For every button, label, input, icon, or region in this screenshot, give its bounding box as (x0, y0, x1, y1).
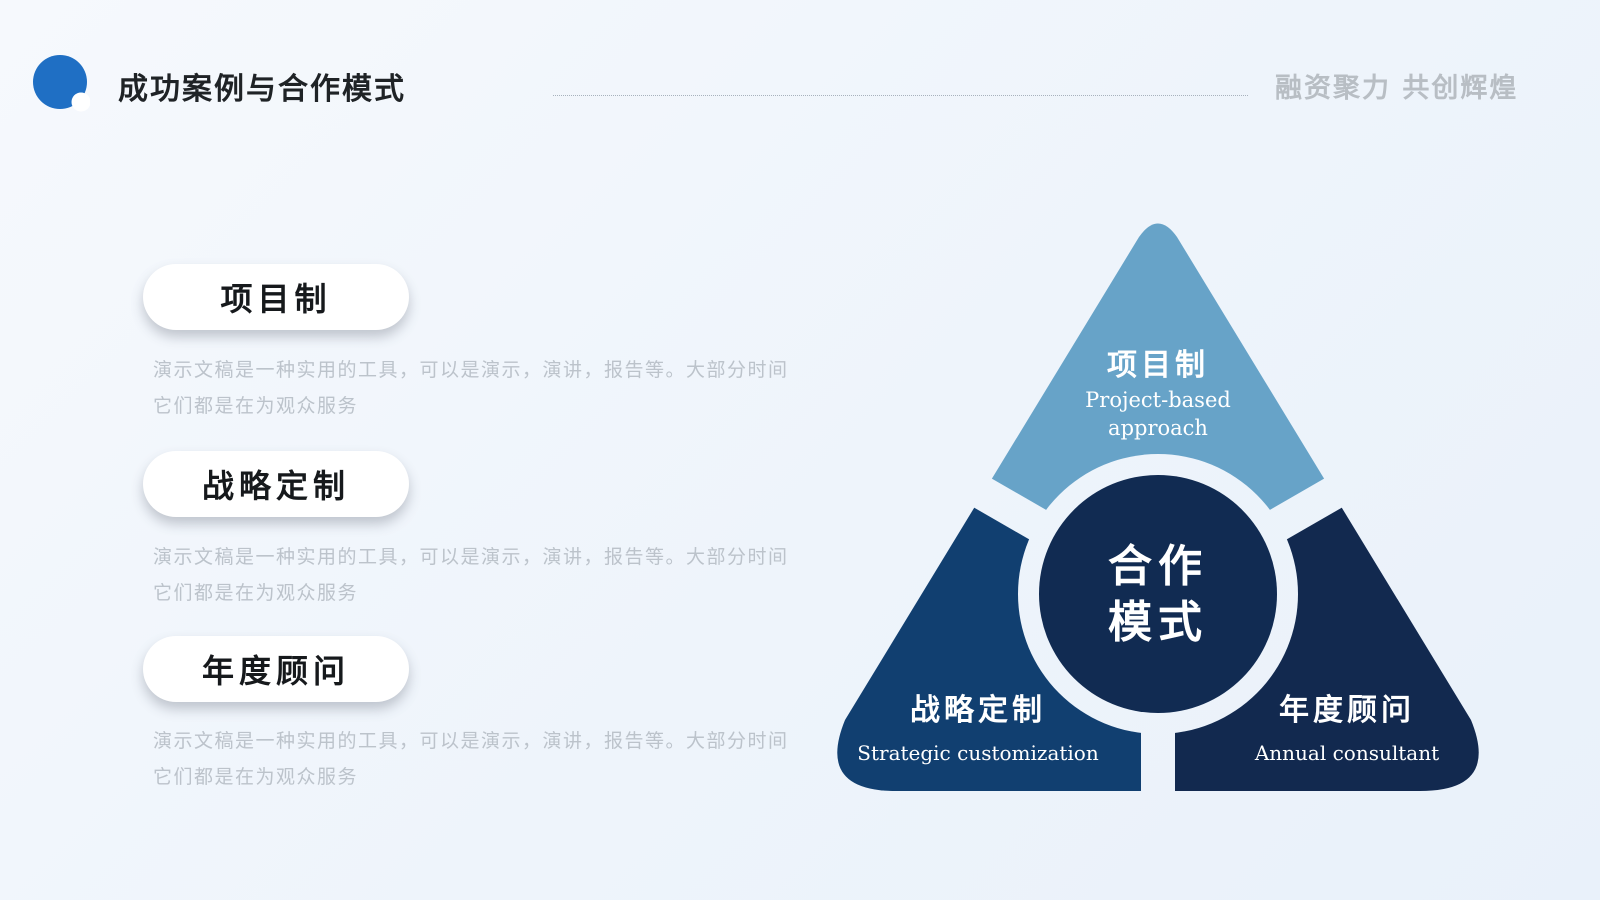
description-annual-consultant: 演示文稿是一种实用的工具，可以是演示，演讲，报告等。大部分时间 它们都是在为观众… (153, 723, 833, 795)
pill-strategic-customization: 战略定制 (143, 451, 409, 517)
right-segment-subtitle: Annual consultant (1254, 741, 1439, 765)
description-line: 演示文稿是一种实用的工具，可以是演示，演讲，报告等。大部分时间 (153, 546, 789, 568)
pill-project-based: 项目制 (143, 264, 409, 330)
slogan: 融资聚力 共创辉煌 (1275, 73, 1519, 104)
pill-label: 战略定制 (201, 467, 350, 505)
top-segment-title: 项目制 (1107, 348, 1209, 383)
center-circle (1039, 475, 1277, 713)
center-label-line1: 合作 (1108, 541, 1208, 592)
page-title: 成功案例与合作模式 (118, 72, 406, 107)
pill-label: 项目制 (220, 280, 332, 318)
header-divider (553, 95, 1248, 96)
description-line: 演示文稿是一种实用的工具，可以是演示，演讲，报告等。大部分时间 (153, 730, 789, 752)
description-line: 它们都是在为观众服务 (153, 395, 359, 417)
description-strategic-customization: 演示文稿是一种实用的工具，可以是演示，演讲，报告等。大部分时间 它们都是在为观众… (153, 539, 833, 611)
top-segment-subtitle-line1: Project-based (1085, 388, 1231, 412)
pill-annual-consultant: 年度顾问 (143, 636, 409, 702)
description-project-based: 演示文稿是一种实用的工具，可以是演示，演讲，报告等。大部分时间 它们都是在为观众… (153, 352, 833, 424)
description-line: 演示文稿是一种实用的工具，可以是演示，演讲，报告等。大部分时间 (153, 359, 789, 381)
right-segment-title: 年度顾问 (1279, 693, 1415, 728)
top-segment-subtitle-line2: approach (1108, 416, 1208, 440)
description-line: 它们都是在为观众服务 (153, 582, 359, 604)
pill-label: 年度顾问 (201, 652, 350, 690)
center-label-line2: 模式 (1108, 597, 1208, 648)
left-segment-title: 战略定制 (910, 693, 1046, 728)
logo-circle-icon (33, 55, 90, 112)
logo-small-circle (71, 92, 90, 112)
left-segment-subtitle: Strategic customization (857, 741, 1099, 765)
logo-main-circle (33, 55, 87, 109)
description-line: 它们都是在为观众服务 (153, 766, 359, 788)
